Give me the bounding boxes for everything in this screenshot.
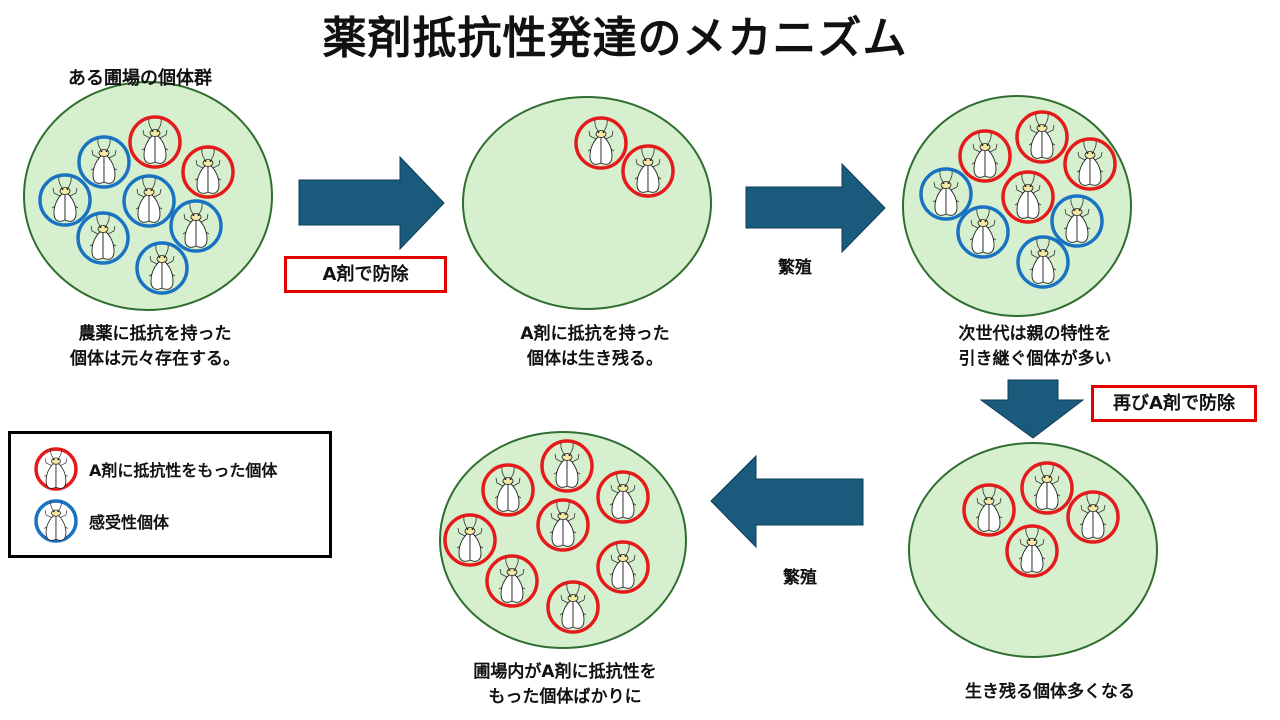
arrow-right-icon xyxy=(745,162,886,254)
resistant-insect-icon xyxy=(536,498,590,552)
susceptible-insect-icon xyxy=(1050,194,1104,248)
resistant-insect-icon xyxy=(596,470,650,524)
susceptible-insect-icon xyxy=(956,205,1010,259)
resistant-insect-icon xyxy=(1066,490,1120,544)
field-final xyxy=(439,431,687,649)
resistant-insect-icon xyxy=(596,540,650,594)
field-ellipse xyxy=(462,96,712,310)
arrow-right-icon xyxy=(298,155,445,251)
page-title: 薬剤抵抗性発達のメカニズム xyxy=(322,13,908,64)
resistant-insect-icon xyxy=(1020,461,1074,515)
stage-initial-heading: ある圃場の個体群 xyxy=(68,68,212,89)
susceptible-insect-icon xyxy=(919,167,973,221)
resistant-insect-icon xyxy=(546,580,600,634)
resistant-insect-icon xyxy=(181,145,235,199)
resistant-insect-icon xyxy=(621,144,675,198)
transition-breed-label-2: 繁殖 xyxy=(783,568,817,588)
resistant-insect-icon xyxy=(485,554,539,608)
arrow-down-icon xyxy=(979,379,1085,439)
stage-after-second-spray-caption: 生き残る個体多くなる xyxy=(965,682,1135,702)
field-after-spray xyxy=(462,96,712,310)
resistant-insect-icon xyxy=(128,115,182,169)
arrow-left-icon xyxy=(710,454,864,549)
resistant-insect-icon xyxy=(1005,524,1059,578)
stage-next-generation-caption: 次世代は親の特性を 引き継ぐ個体が多い xyxy=(958,324,1112,369)
legend-label-susceptible: 感受性個体 xyxy=(89,513,170,532)
susceptible-insect-icon xyxy=(77,135,131,189)
susceptible-insect-icon xyxy=(1016,235,1070,289)
resistant-insect-icon xyxy=(574,116,628,170)
susceptible-insect-icon xyxy=(76,211,130,265)
resistant-insect-icon xyxy=(962,483,1016,537)
transition-spray-label: A剤で防除 xyxy=(284,256,447,293)
transition-breed-label-1: 繁殖 xyxy=(778,258,812,278)
resistant-insect-icon xyxy=(540,439,594,493)
resistant-insect-icon xyxy=(1063,137,1117,191)
resistant-insect-icon xyxy=(481,463,535,517)
field-initial xyxy=(23,81,273,311)
susceptible-insect-icon xyxy=(38,173,92,227)
legend-item-susceptible: 感受性個体 xyxy=(33,498,169,544)
stage-final-caption: 圃場内がA剤に抵抗性を もった個体ばかりに xyxy=(473,662,657,707)
resistant-insect-icon xyxy=(34,447,78,491)
stage-initial-caption: 農薬に抵抗を持った 個体は元々存在する。 xyxy=(70,324,240,369)
resistant-insect-icon xyxy=(443,513,497,567)
legend: A剤に抵抗性をもった個体 感受性個体 xyxy=(8,431,332,558)
susceptible-insect-icon xyxy=(34,499,78,543)
resistant-insect-icon xyxy=(1001,170,1055,224)
transition-second-spray-label: 再びA剤で防除 xyxy=(1091,385,1257,422)
susceptible-insect-icon xyxy=(169,199,223,253)
susceptible-insect-icon xyxy=(135,241,189,295)
resistant-insect-icon xyxy=(958,129,1012,183)
legend-label-resistant: A剤に抵抗性をもった個体 xyxy=(89,461,278,480)
susceptible-insect-icon xyxy=(122,174,176,228)
stage-after-spray-caption: A剤に抵抗を持った 個体は生き残る。 xyxy=(520,324,670,369)
field-after-second-spray xyxy=(908,442,1158,658)
legend-item-resistant: A剤に抵抗性をもった個体 xyxy=(33,446,277,492)
field-next-generation xyxy=(902,95,1132,317)
resistant-insect-icon xyxy=(1015,110,1069,164)
